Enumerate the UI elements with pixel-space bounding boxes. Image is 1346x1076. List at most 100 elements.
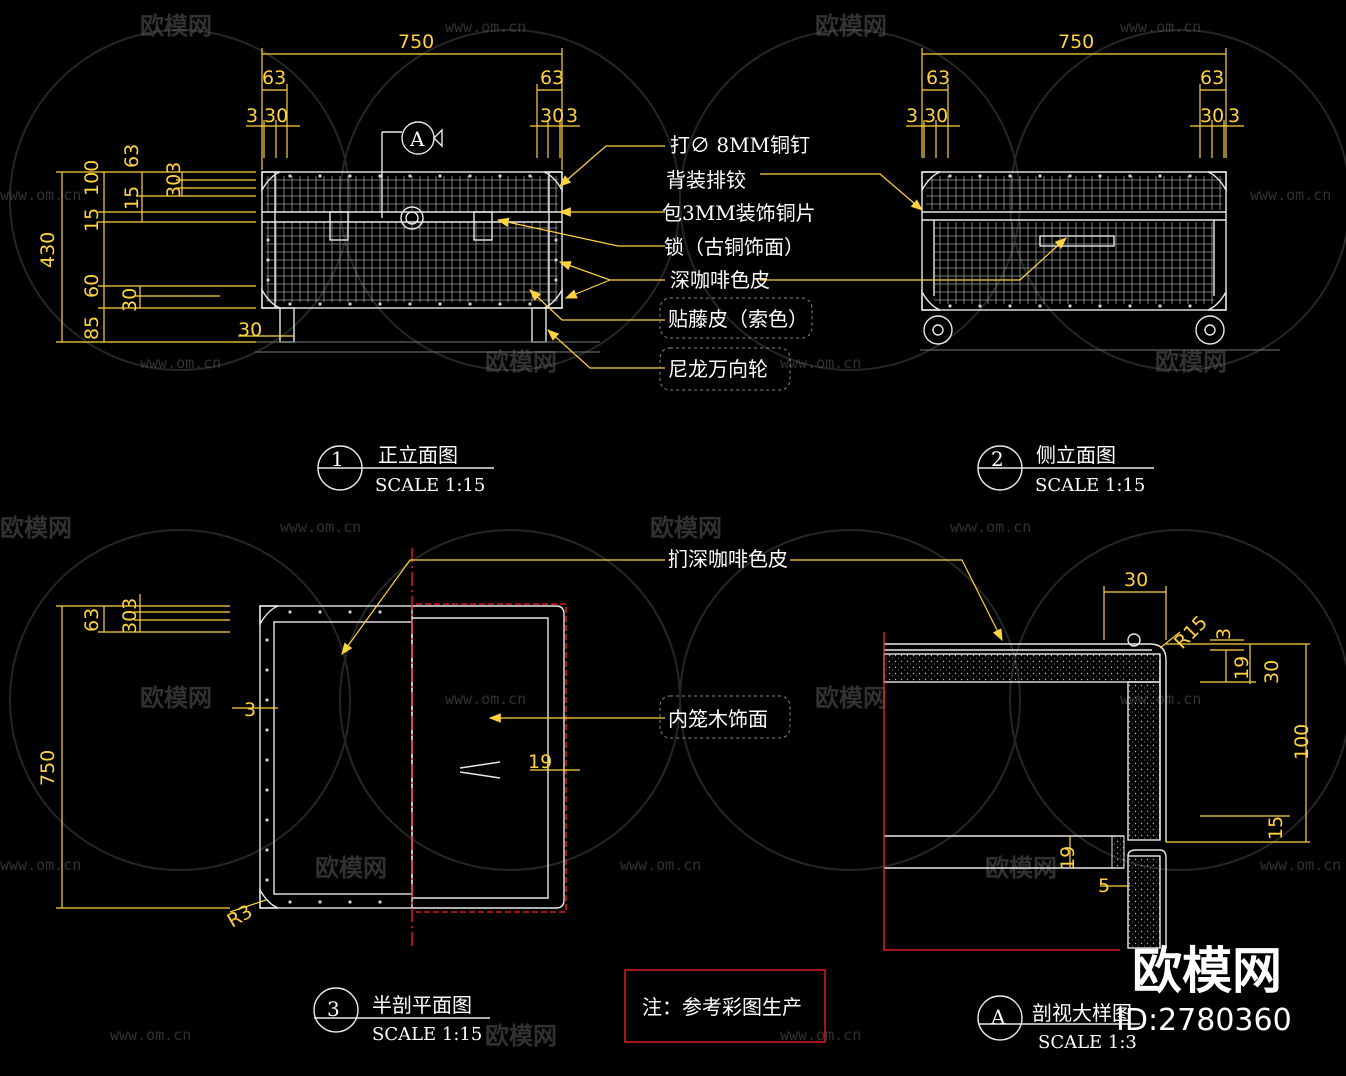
svg-text:303: 303 — [163, 162, 185, 198]
svg-text:贴藤皮（索色）: 贴藤皮（索色） — [668, 307, 808, 331]
svg-text:R15: R15 — [1170, 612, 1212, 654]
svg-text:19: 19 — [528, 751, 552, 773]
svg-text:63: 63 — [262, 67, 286, 89]
svg-text:3: 3 — [327, 997, 340, 1021]
svg-text:A: A — [990, 1005, 1006, 1029]
svg-text:欧模网: 欧模网 — [485, 348, 557, 376]
detail-view-title: A 剖视大样图 SCALE 1:3 — [977, 995, 1140, 1053]
svg-text:30: 30 — [264, 105, 288, 127]
svg-text:www.om.cn: www.om.cn — [1250, 186, 1331, 204]
svg-text:30: 30 — [1124, 569, 1148, 591]
svg-text:欧模网: 欧模网 — [1155, 348, 1227, 376]
svg-text:A: A — [409, 127, 425, 151]
svg-text:www.om.cn: www.om.cn — [110, 1026, 191, 1044]
svg-text:750: 750 — [398, 31, 434, 53]
svg-text:85: 85 — [81, 316, 103, 340]
trunk-body — [261, 171, 563, 309]
svg-text:www.om.cn: www.om.cn — [780, 1026, 861, 1044]
svg-text:SCALE 1:15: SCALE 1:15 — [375, 475, 485, 496]
svg-text:www.om.cn: www.om.cn — [1260, 856, 1341, 874]
svg-text:30: 30 — [924, 105, 948, 127]
production-note: 注：参考彩图生产 — [624, 969, 826, 1043]
svg-text:SCALE 1:15: SCALE 1:15 — [1035, 475, 1145, 496]
front-view-title: 1 正立面图 SCALE 1:15 — [317, 443, 494, 496]
svg-text:63: 63 — [540, 67, 564, 89]
svg-text:3: 3 — [906, 105, 918, 127]
svg-text:扪深咖啡色皮: 扪深咖啡色皮 — [668, 547, 788, 571]
lid-panel — [883, 653, 1161, 683]
base-rattan — [266, 222, 558, 302]
svg-text:侧立面图: 侧立面图 — [1036, 443, 1116, 467]
side-view-title: 2 侧立面图 SCALE 1:15 — [977, 443, 1154, 496]
svg-text:正立面图: 正立面图 — [378, 443, 458, 467]
svg-text:750: 750 — [37, 750, 59, 786]
svg-text:www.om.cn: www.om.cn — [280, 518, 361, 536]
svg-text:内笼木饰面: 内笼木饰面 — [668, 707, 768, 731]
svg-text:剖视大样图: 剖视大样图 — [1032, 1001, 1132, 1025]
svg-text:欧模网: 欧模网 — [140, 12, 212, 40]
svg-text:锁（古铜饰面）: 锁（古铜饰面） — [664, 235, 804, 259]
svg-text:15: 15 — [1265, 816, 1287, 840]
svg-text:60: 60 — [81, 274, 103, 298]
right-leg — [531, 307, 547, 343]
svg-text:欧模网: 欧模网 — [815, 12, 887, 40]
svg-text:注：参考彩图生产: 注：参考彩图生产 — [642, 995, 802, 1019]
svg-text:ID:2780360: ID:2780360 — [1116, 1003, 1292, 1038]
svg-text:63: 63 — [121, 144, 143, 168]
svg-text:www.om.cn: www.om.cn — [140, 354, 221, 372]
svg-text:30: 30 — [119, 288, 141, 312]
svg-text:SCALE 1:3: SCALE 1:3 — [1038, 1032, 1137, 1053]
svg-text:63: 63 — [926, 67, 950, 89]
svg-text:750: 750 — [1058, 31, 1094, 53]
front-labels: 打∅ 8MM铜钉 背装排铰 包3MM装饰铜片 锁（古铜饰面） 深咖啡色皮 贴藤皮… — [659, 133, 816, 391]
svg-text:www.om.cn: www.om.cn — [0, 186, 81, 204]
svg-text:www.om.cn: www.om.cn — [1120, 18, 1201, 36]
side-wheel-left — [923, 315, 953, 345]
svg-text:欧模网: 欧模网 — [140, 684, 212, 712]
svg-text:欧模网: 欧模网 — [815, 684, 887, 712]
svg-text:100: 100 — [1291, 724, 1313, 760]
svg-text:430: 430 — [37, 232, 59, 268]
right-latch — [473, 211, 493, 241]
plan-view-title: 3 半剖平面图 SCALE 1:15 — [313, 987, 490, 1045]
side-handle — [1039, 235, 1115, 247]
section-detail: 30 R15 100 30 3 19 15 19 5 — [790, 559, 1313, 951]
svg-text:欧模网: 欧模网 — [485, 1022, 557, 1050]
lid-rattan — [266, 176, 558, 212]
svg-text:尼龙万向轮: 尼龙万向轮 — [668, 357, 768, 381]
svg-text:www.om.cn: www.om.cn — [0, 856, 81, 874]
svg-text:www.om.cn: www.om.cn — [445, 18, 526, 36]
svg-text:30: 30 — [1261, 660, 1283, 684]
svg-text:SCALE 1:15: SCALE 1:15 — [372, 1024, 482, 1045]
svg-text:背装排铰: 背装排铰 — [666, 168, 746, 192]
svg-text:欧模网: 欧模网 — [650, 514, 722, 542]
left-latch — [329, 211, 349, 241]
svg-text:3: 3 — [244, 699, 256, 721]
svg-text:3: 3 — [566, 105, 578, 127]
side-elevation: 750 63 63 3 30 30 3 — [760, 31, 1280, 351]
watermarks: 欧模网 欧模网 欧模网 欧模网 欧模网 欧模网 欧模网 欧模网 欧模网 欧模网 … — [0, 12, 1341, 1050]
svg-text:100: 100 — [81, 160, 103, 196]
svg-text:19: 19 — [1057, 846, 1079, 870]
svg-text:15: 15 — [81, 208, 103, 232]
svg-text:深咖啡色皮: 深咖啡色皮 — [670, 268, 770, 292]
svg-text:303: 303 — [119, 598, 141, 634]
svg-text:19: 19 — [1231, 656, 1253, 680]
half-section-plan: 750 63 303 3 19 R3 — [37, 548, 665, 950]
svg-text:包3MM装饰铜片: 包3MM装饰铜片 — [662, 201, 816, 225]
svg-text:www.om.cn: www.om.cn — [780, 354, 861, 372]
wall-lower — [1127, 855, 1161, 949]
brand-watermark: 欧模网 ID:2780360 — [1116, 942, 1292, 1038]
svg-text:30: 30 — [540, 105, 564, 127]
svg-text:63: 63 — [81, 608, 103, 632]
svg-text:打∅ 8MM铜钉: 打∅ 8MM铜钉 — [670, 133, 810, 157]
svg-text:63: 63 — [1200, 67, 1224, 89]
svg-text:www.om.cn: www.om.cn — [620, 856, 701, 874]
svg-text:3: 3 — [1213, 628, 1235, 640]
svg-text:www.om.cn: www.om.cn — [445, 690, 526, 708]
svg-text:2: 2 — [991, 447, 1004, 471]
side-wheel-right — [1195, 315, 1225, 345]
svg-text:半剖平面图: 半剖平面图 — [372, 993, 472, 1017]
plan-labels: 扪深咖啡色皮 内笼木饰面 — [659, 547, 791, 739]
